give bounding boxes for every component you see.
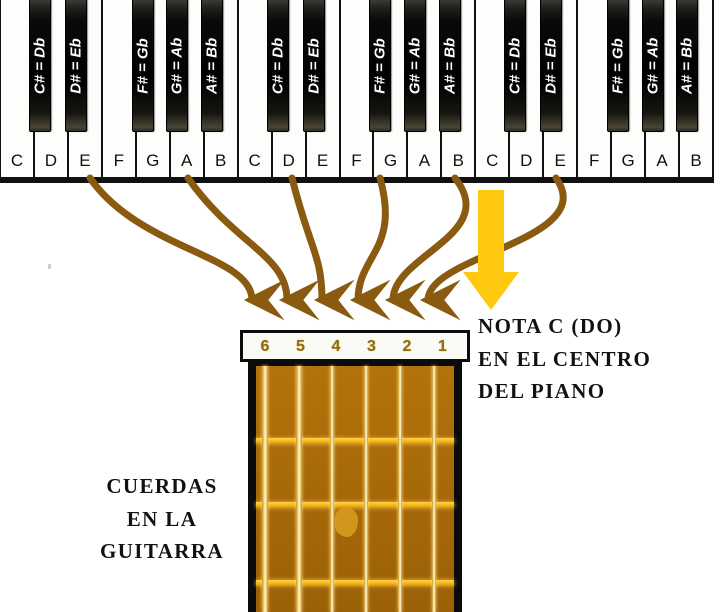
- piano-white-key-label: E: [554, 151, 566, 170]
- guitar-fret-3: [256, 580, 454, 586]
- piano-black-key-13[interactable]: G# = Ab: [641, 0, 664, 132]
- piano-keyboard: C D E F G A B C D E F G A B C D E F G A B C# = Db D# = Eb F# =…: [0, 0, 714, 183]
- guitar-fretboard: [256, 366, 454, 612]
- guitar-string-1: [432, 366, 436, 612]
- piano-white-key-label: B: [215, 151, 227, 170]
- piano-white-key-label: E: [79, 151, 91, 170]
- piano-octave-divider: [712, 0, 714, 183]
- piano-black-key-5[interactable]: C# = Db: [266, 0, 289, 132]
- piano-white-key-label: D: [44, 151, 58, 170]
- caption-line: GUITARRA: [100, 539, 224, 564]
- piano-white-key-label: E: [316, 151, 329, 170]
- guitar-nut: 6 5 4 3 2 1: [240, 330, 470, 362]
- piano-octave-divider: [236, 0, 239, 183]
- string-number-6: 6: [260, 338, 270, 355]
- piano-black-key-10[interactable]: C# = Db: [504, 0, 527, 132]
- string-number-3: 3: [367, 338, 376, 355]
- piano-black-key-12[interactable]: F# = Gb: [606, 0, 629, 132]
- piano-white-key-label: B: [452, 151, 465, 170]
- piano-black-key-3[interactable]: G# = Ab: [166, 0, 189, 132]
- piano-white-key-label: A: [656, 151, 668, 170]
- guitar-fret-2: [256, 502, 454, 508]
- piano-white-key-label: F: [351, 151, 362, 170]
- arrow-D-to-string-4: [288, 174, 355, 321]
- piano-white-key-label: G: [146, 151, 160, 170]
- piano-to-string-arrows: [86, 174, 567, 321]
- caption-middle-c: NOTA C (DO) EN EL CENTRO DEL PIANO: [478, 310, 706, 408]
- guitar-string-3: [364, 366, 368, 612]
- caption-line: EN LA: [126, 506, 198, 531]
- string-number-2: 2: [402, 338, 412, 355]
- arrow-G-to-string-3: [349, 174, 391, 321]
- caption-guitar-strings: CUERDAS EN LA GUITARRA: [62, 470, 262, 568]
- piano-white-key-label: G: [383, 151, 398, 170]
- piano-black-key-2[interactable]: F# = Gb: [131, 0, 154, 132]
- string-number-4: 4: [331, 338, 341, 355]
- piano-black-key-0[interactable]: C# = Db: [29, 0, 52, 132]
- piano-white-key-label: F: [588, 151, 600, 170]
- arrow-B-to-string-2: [384, 174, 470, 321]
- middle-c-arrow: [463, 190, 519, 310]
- piano-black-key-14[interactable]: A# = Bb: [676, 0, 699, 132]
- guitar-string-2: [398, 366, 402, 612]
- arrow-E-to-string-6: [86, 174, 285, 321]
- guitar-string-4: [330, 366, 334, 612]
- piano-white-key-label: G: [621, 151, 635, 170]
- piano-bottom-rail: [0, 177, 713, 183]
- guitar-string-6: [262, 366, 268, 612]
- arrow-E-to-string-1: [419, 174, 567, 321]
- piano-white-key-label: D: [282, 151, 295, 170]
- piano-white-key-label: B: [690, 151, 702, 170]
- piano-black-key-11[interactable]: D# = Eb: [540, 0, 563, 132]
- piano-white-key-label: A: [418, 151, 431, 170]
- image-speck: [48, 264, 51, 269]
- piano-white-key-label: D: [520, 151, 533, 170]
- arrow-A-to-string-5: [184, 174, 320, 321]
- piano-octave-divider: [474, 0, 477, 183]
- fret-marker-dot: [334, 507, 358, 537]
- caption-line: EN EL CENTRO: [478, 346, 652, 371]
- guitar-string-5: [296, 366, 302, 612]
- caption-line: NOTA C (DO): [478, 314, 623, 338]
- piano-white-key-label: C: [486, 151, 499, 170]
- piano-black-key-6[interactable]: D# = Eb: [302, 0, 325, 132]
- piano-white-key-label: C: [10, 151, 24, 170]
- piano-white-key-label: F: [113, 151, 124, 170]
- caption-line: DEL PIANO: [478, 379, 606, 404]
- piano-black-key-1[interactable]: D# = Eb: [65, 0, 88, 132]
- piano-black-key-4[interactable]: A# = Bb: [200, 0, 223, 132]
- piano-white-key-label: A: [181, 151, 193, 170]
- guitar-fret-1: [256, 438, 454, 444]
- piano-black-key-9[interactable]: A# = Bb: [438, 0, 461, 132]
- piano-white-key-label: C: [248, 151, 261, 170]
- piano-white-key-f-10[interactable]: F: [339, 0, 374, 183]
- guitar-fretboard-frame: [248, 362, 462, 612]
- piano-black-key-8[interactable]: G# = Ab: [403, 0, 426, 132]
- piano-black-key-7[interactable]: F# = Gb: [369, 0, 392, 132]
- string-number-1: 1: [438, 338, 447, 355]
- string-number-5: 5: [296, 338, 305, 355]
- caption-line: CUERDAS: [106, 474, 218, 498]
